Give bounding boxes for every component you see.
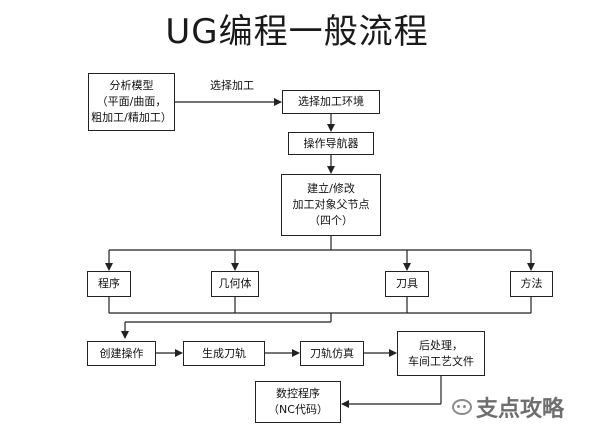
watermark-text: 支点攻略 [476,397,565,422]
diagram-title: UG编程一般流程 [165,12,429,52]
post-line-1: 后处理， [419,338,463,352]
select-process-label: 选择加工 [210,79,254,92]
program-box: 程序 [87,271,131,297]
create-op-label: 创建操作 [99,346,144,360]
parent-nodes-line-2: 加工对象父节点 [292,198,370,211]
post-process-box: 后处理， 车间工艺文件 [397,331,485,376]
create-op-box: 创建操作 [87,341,156,366]
post-line-2: 车间工艺文件 [408,354,474,368]
nc-line-1: 数控程序 [276,387,320,400]
gen-path-box: 生成刀轨 [183,341,265,366]
parent-nodes-box: 建立/修改 加工对象父节点 （四个） [281,174,381,236]
parent-nodes-line-3: （四个） [309,214,353,227]
tool-box: 刀具 [385,271,429,297]
analyze-line-2: （平面/曲面， [96,95,167,108]
simulate-label: 刀轨仿真 [310,346,354,360]
nc-program-box: 数控程序 （NC代码） [255,381,341,423]
analyze-line-3: 粗加工/精加工） [91,111,172,124]
select-env-label: 选择加工环境 [298,95,364,108]
watermark: 支点攻略 [452,391,564,423]
parent-nodes-line-1: 建立/修改 [307,182,355,195]
gen-path-label: 生成刀轨 [202,346,246,360]
nc-line-2: （NC代码） [268,403,328,416]
wechat-icon [452,399,472,415]
method-box: 方法 [510,271,553,297]
geometry-box: 几何体 [211,271,259,297]
simulate-box: 刀轨仿真 [300,341,364,366]
op-navigator-label: 操作导航器 [303,136,359,150]
op-navigator-box: 操作导航器 [288,132,374,155]
analyze-model-box: 分析模型 （平面/曲面， 粗加工/精加工） [88,73,175,131]
geometry-label: 几何体 [218,277,252,290]
method-label: 方法 [520,277,543,290]
analyze-line-1: 分析模型 [109,79,154,92]
program-label: 程序 [98,277,120,290]
select-env-box: 选择加工环境 [282,90,380,114]
tool-label: 刀具 [396,277,418,290]
